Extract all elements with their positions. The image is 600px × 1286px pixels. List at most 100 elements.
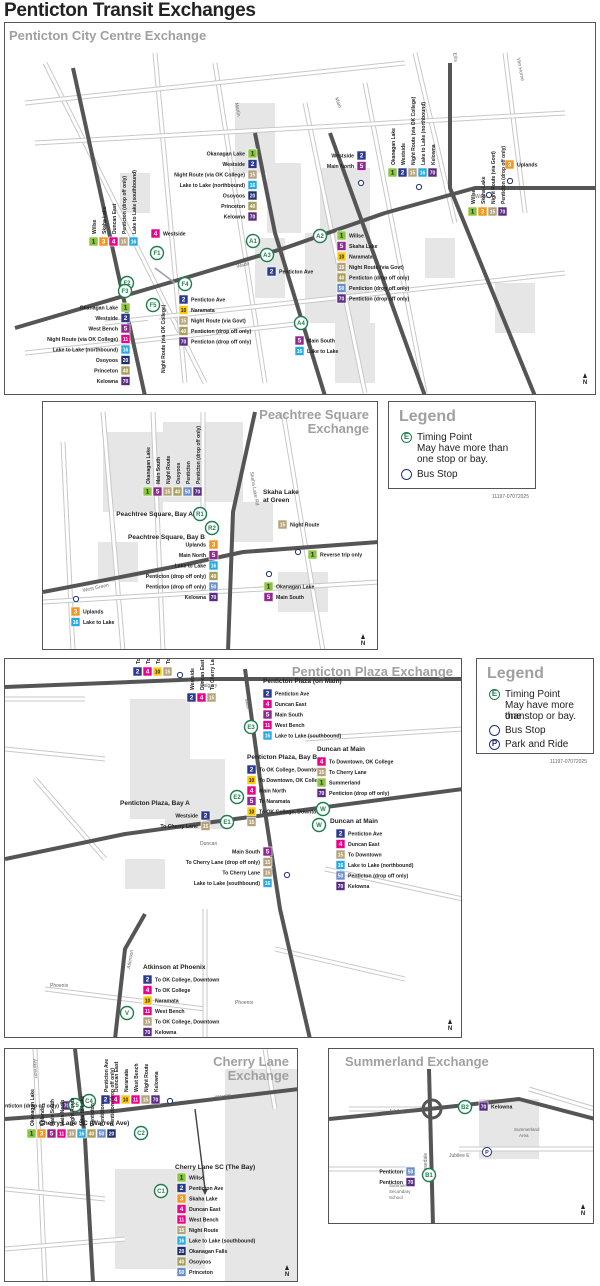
stop-line-text: Duncan East: [200, 659, 206, 690]
stop-line-text: Kelowna: [491, 1105, 512, 1111]
street-name-warren: Warren: [214, 1093, 231, 1101]
bus-stop-marker: [357, 179, 365, 187]
route-badge-bg: [247, 180, 258, 190]
winnipeg-street-road: [71, 67, 147, 394]
route-badge-bg: [200, 821, 211, 831]
route-number: 2: [124, 315, 128, 322]
stop-f5-text: Night Route (via OK College): [161, 304, 167, 373]
route-badge-bg: [176, 1183, 187, 1193]
stop-line-text: Penticton Ave: [191, 298, 225, 304]
timing-point-label: A4: [297, 321, 305, 327]
route-number: 4: [146, 669, 150, 676]
route-badge-bg: [206, 692, 217, 703]
route-number: 70: [339, 297, 345, 303]
street: [101, 411, 125, 649]
stop-line-text: Okanagan Lake: [80, 306, 118, 312]
city-centre-title: Penticton City Centre Exchange: [9, 28, 207, 43]
route-badge-bg: [120, 376, 131, 386]
route-badge-10: 10: [142, 995, 153, 1006]
route-badge-bg: [487, 206, 498, 217]
route-number: 1: [146, 489, 150, 496]
route-number: 2: [190, 695, 194, 702]
stop-line-text: Penticton (drop off only): [348, 874, 408, 880]
route-number: 2: [104, 1097, 108, 1104]
route-number: 10: [339, 255, 345, 261]
route-badge-bg: [407, 167, 418, 178]
timing-point-label: E3: [247, 725, 255, 731]
route-badge-70: 70: [336, 293, 347, 304]
stop-line-text: Willse: [189, 1176, 204, 1182]
north-arrow-icon: [448, 1019, 452, 1024]
route-badge-bg: [316, 767, 327, 777]
route-number: 5: [298, 338, 302, 345]
route-badge-5: 5: [262, 846, 273, 857]
route-badge-bg: [247, 190, 258, 201]
route-number: 11: [265, 723, 271, 729]
street-name-wade: Wade: [236, 261, 250, 270]
place-secondary-3: School: [389, 1195, 403, 1200]
route-badge-10: 10: [246, 775, 257, 785]
timing-point-label: W: [316, 823, 322, 829]
route-badge-bg: [336, 230, 347, 241]
timing-point-label: W: [320, 807, 326, 813]
stop-line-text: Lake to Lake (northbound): [180, 183, 246, 189]
route-badge-2: 2: [120, 313, 131, 323]
cherry-title-2: Exchange: [227, 1068, 289, 1083]
street: [304, 727, 461, 741]
stop-line-text: Kelowna: [97, 379, 118, 385]
street-name-atkinson: Atkinson: [31, 1059, 39, 1079]
route-badge-11: 11: [130, 1094, 141, 1105]
timing-point-B1: [421, 1167, 437, 1183]
route-badge-bg: [277, 519, 288, 530]
stop-line-text: Uplands: [517, 163, 538, 169]
legend-title: Legend: [399, 408, 456, 425]
route-badge-bg: [336, 241, 347, 251]
stop-line-text: Lake to Lake (northbound): [421, 102, 427, 165]
route-badge-3: 3: [208, 539, 219, 550]
route-number: 10: [155, 670, 161, 676]
stop-line-text: Penticton (drop off only): [501, 146, 507, 204]
route-badge-bg: [247, 201, 258, 211]
stop-line-text: Westside: [190, 668, 196, 690]
route-number: 5: [124, 326, 128, 333]
route-badge-20: 20: [106, 1128, 117, 1139]
route-number: 5: [156, 489, 160, 496]
wade-avenue-road: [14, 186, 595, 330]
route-badge-2: 2: [100, 1094, 111, 1105]
timing-point-F4: [177, 276, 193, 292]
place-summerland-area-1: Summerland: [514, 1127, 540, 1132]
route-badge-bg: [150, 228, 161, 239]
route-number: 15: [179, 1228, 185, 1234]
skaha-green-title-2: at Green: [263, 497, 289, 504]
route-number: 20: [179, 1249, 185, 1255]
route-number: 2: [251, 161, 255, 168]
route-number: 15: [265, 871, 271, 877]
stop-line-text: Penticton Ave: [275, 692, 309, 698]
route-number: 15: [410, 171, 416, 177]
route-number: 70: [181, 340, 187, 346]
route-badge-15: 15: [262, 867, 273, 878]
route-number: 5: [267, 594, 271, 601]
route-badge-1: 1: [120, 302, 131, 313]
timing-point-C5: [67, 1097, 83, 1113]
route-badge-5: 5: [208, 550, 219, 560]
building: [165, 759, 225, 829]
stop-line-text: Naramata: [124, 1069, 130, 1092]
skaha-green-title-1: Skaha Lake: [263, 489, 299, 496]
stop-line-text: Westside: [222, 162, 245, 168]
route-number: 20: [123, 358, 129, 364]
timing-point-label: C5: [71, 1103, 79, 1109]
route-badge-2: 2: [142, 974, 153, 985]
route-number: 15: [249, 820, 255, 826]
route-number: 15: [165, 490, 171, 496]
route-badge-bg: [208, 581, 219, 592]
stop-line-text: West Bench: [275, 723, 305, 729]
route-badge-16: 16: [262, 878, 273, 888]
route-number: 16: [250, 183, 256, 189]
stop-line-text: Skaha Lake: [481, 176, 487, 204]
route-number: 2: [136, 669, 140, 676]
route-badge-bg: [335, 828, 346, 839]
route-badge-5: 5: [263, 592, 274, 602]
route-badge-bg: [247, 169, 258, 180]
stop-line-text: Penticton: [186, 461, 192, 484]
